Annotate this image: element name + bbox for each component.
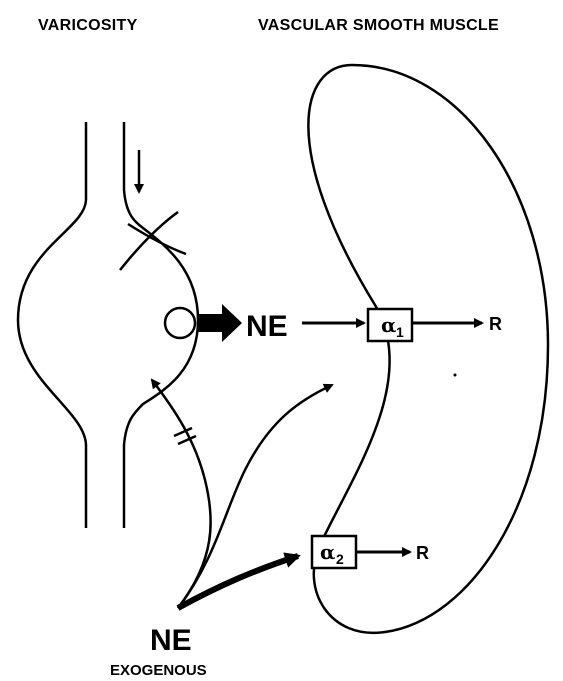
ne-exogenous-label: NE [150, 624, 192, 657]
uptake-arrow [152, 380, 211, 608]
vesicle-circle [165, 308, 195, 338]
response-2-label: R [416, 543, 429, 563]
uptake-block-marks [174, 428, 196, 444]
neck-cross-marks [120, 212, 186, 270]
ne-released-label: NE [246, 310, 288, 343]
exogenous-label: EXOGENOUS [110, 662, 207, 679]
release-arrow [197, 304, 242, 342]
alpha2-receptor: α 2 [312, 536, 356, 568]
alpha1-subscript: 1 [396, 324, 404, 340]
alpha1-receptor: α 1 [368, 309, 412, 341]
stray-dot [454, 374, 457, 377]
alpha2-subscript: 2 [336, 551, 344, 567]
alpha2-symbol: α [320, 540, 335, 564]
alpha1-symbol: α [381, 313, 396, 337]
vascular-smooth-muscle-header: VASCULAR SMOOTH MUSCLE [258, 17, 499, 34]
response-1-label: R [489, 314, 502, 334]
varicosity-header: VARICOSITY [38, 17, 138, 34]
